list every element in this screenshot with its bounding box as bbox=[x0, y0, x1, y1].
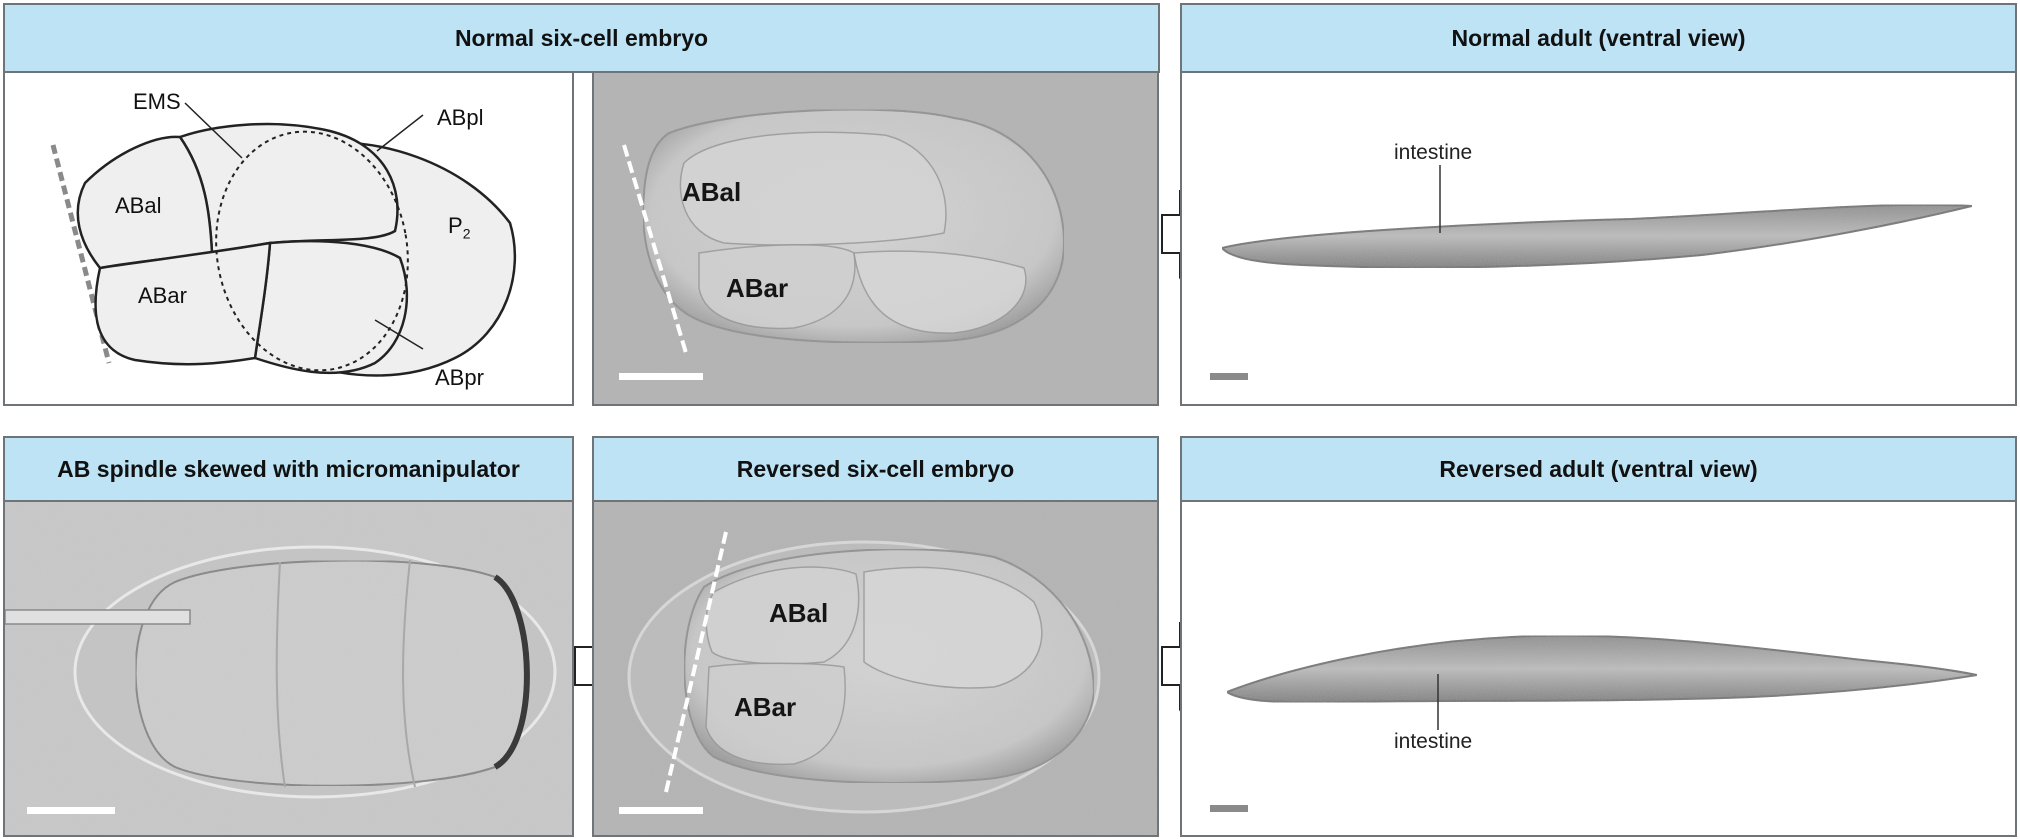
header-normal-embryo: Normal six-cell embryo bbox=[3, 3, 1160, 73]
leader-ems bbox=[184, 102, 243, 159]
leader-abpr bbox=[374, 319, 424, 350]
label-abar: ABar bbox=[138, 283, 187, 308]
label-ems: EMS bbox=[133, 89, 181, 114]
axis-line-reversed bbox=[664, 531, 728, 793]
diagram-panel: EMS ABpl ABal ABar P2 ABpr bbox=[3, 71, 574, 406]
photo-label-abal-bottom: ABal bbox=[769, 598, 829, 628]
ems-outline bbox=[215, 130, 409, 372]
label-abpr: ABpr bbox=[435, 365, 484, 390]
label-p2: P2 bbox=[448, 213, 470, 241]
scale-bar-normal bbox=[619, 373, 703, 380]
reversed-worm bbox=[1224, 634, 1978, 704]
header-skewed: AB spindle skewed with micromanipulator bbox=[3, 436, 574, 502]
normal-embryo-photo: ABal ABar bbox=[592, 71, 1159, 406]
normal-adult-panel: intestine bbox=[1180, 71, 2017, 406]
reversed-embryo-photo: ABal ABar bbox=[592, 500, 1159, 837]
scale-bar-adult-top bbox=[1210, 373, 1248, 380]
scale-bar-reversed bbox=[619, 807, 703, 814]
skewed-embryo-body bbox=[134, 559, 530, 787]
label-intestine-bottom: intestine bbox=[1394, 730, 1473, 753]
leader-abpl bbox=[376, 114, 424, 152]
normal-worm bbox=[1220, 203, 1973, 269]
normal-embryo-image bbox=[594, 73, 1157, 404]
header-normal-adult: Normal adult (ventral view) bbox=[1180, 3, 2017, 73]
reversed-adult-panel: intestine bbox=[1180, 500, 2017, 837]
photo-label-abar-bottom: ABar bbox=[734, 692, 797, 722]
axis-line-normal bbox=[622, 144, 688, 354]
header-reversed-adult-text: Reversed adult (ventral view) bbox=[1439, 455, 1758, 482]
photo-label-abar-top: ABar bbox=[726, 273, 789, 303]
label-p2-main: P bbox=[448, 213, 463, 238]
label-p2-sub: 2 bbox=[462, 225, 471, 242]
skewed-embryo-photo bbox=[3, 500, 574, 837]
label-abal: ABal bbox=[115, 193, 162, 218]
cell-abar bbox=[94, 241, 272, 366]
cell-abpr bbox=[253, 239, 409, 375]
normal-adult-image bbox=[1210, 165, 1973, 380]
header-reversed-adult: Reversed adult (ventral view) bbox=[1180, 436, 2017, 502]
photo-label-abal-top: ABal bbox=[682, 177, 742, 207]
scale-bar-skewed bbox=[27, 807, 115, 814]
header-normal-adult-text: Normal adult (ventral view) bbox=[1451, 24, 1746, 51]
header-reversed-embryo-text: Reversed six-cell embryo bbox=[736, 455, 1015, 482]
label-abpl: ABpl bbox=[437, 105, 484, 130]
header-skewed-text: AB spindle skewed with micromanipulator bbox=[57, 455, 520, 482]
skewed-embryo-image bbox=[5, 502, 572, 835]
micromanipulator-needle bbox=[5, 609, 191, 625]
label-intestine-top: intestine bbox=[1394, 141, 1473, 164]
scale-bar-adult-bottom bbox=[1210, 805, 1248, 812]
reversed-embryo-image bbox=[594, 502, 1157, 835]
header-reversed-embryo: Reversed six-cell embryo bbox=[592, 436, 1159, 502]
reversed-adult-image bbox=[1210, 634, 1978, 812]
embryo-schematic bbox=[50, 102, 517, 377]
header-normal-embryo-text: Normal six-cell embryo bbox=[454, 24, 709, 51]
